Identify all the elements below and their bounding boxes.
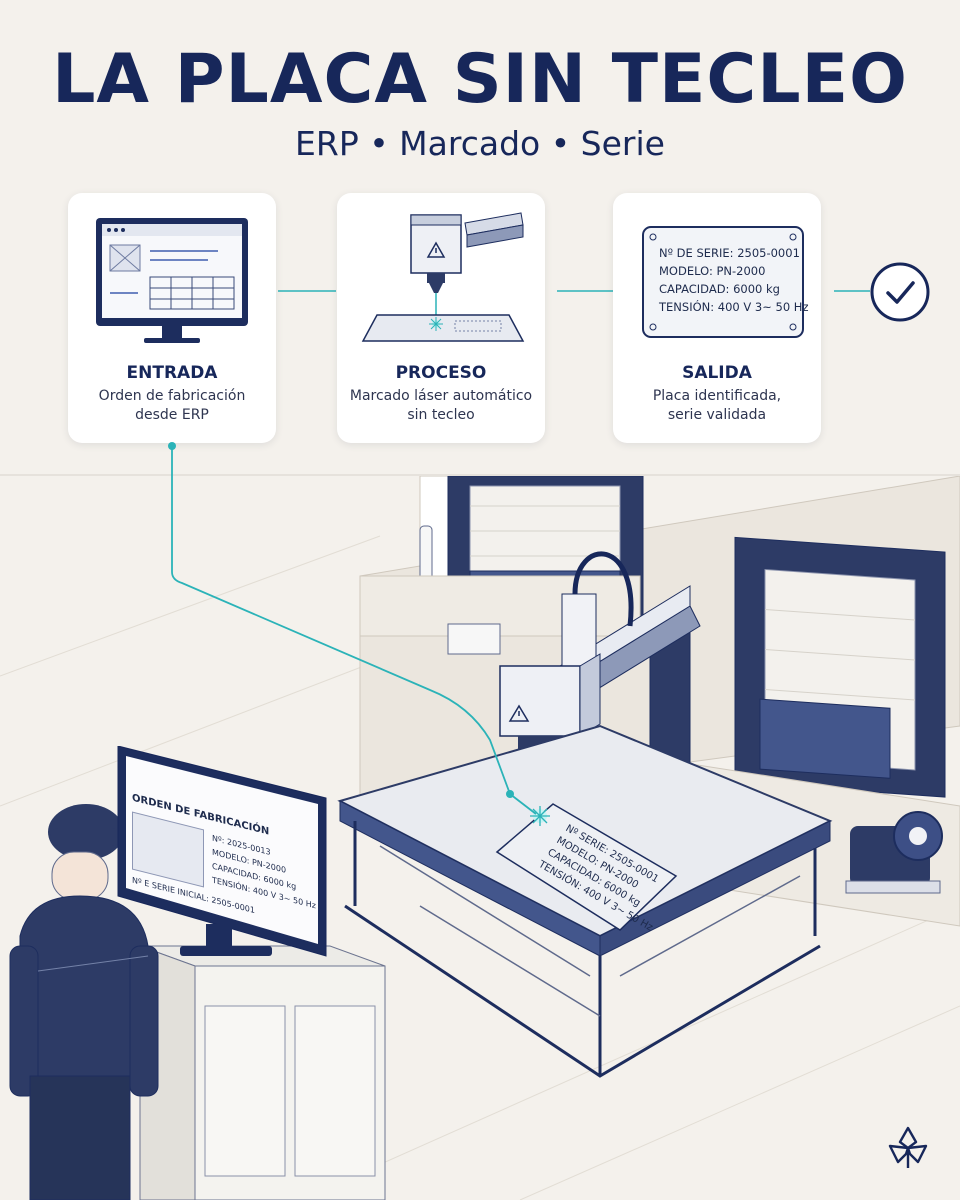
step-label-proceso: PROCESO [395,363,487,383]
erp-monitor: ORDEN DE FABRICACIÓN Nº: 2025-0013 MODEL… [116,746,328,958]
plate-voltage: TENSIÓN: 400 V 3~ 50 Hz [658,299,808,314]
step-label-entrada: ENTRADA [126,363,218,383]
warning-icon [426,241,446,258]
plate-serial: Nº DE SERIE: 2505-0001 [659,246,800,260]
operator-figure [9,804,159,1200]
brand-logo-icon [888,1126,928,1168]
workshop-scene: Nº SERIE: 2505-0001 MODELO: PN-2000 CAPA… [0,476,960,1200]
monitor-base [180,946,272,956]
check-circle-icon [870,262,930,322]
page-subtitle: ERP • Marcado • Serie [295,124,665,163]
nameplate-icon: Nº DE SERIE: 2505-0001 MODELO: PN-2000 C… [642,226,808,338]
page-title: LA PLACA SIN TECLEO [52,40,908,119]
step-desc-proceso: Marcado láser automático sin tecleo [349,388,533,423]
step-card-proceso: PROCESO Marcado láser automático sin tec… [337,193,545,443]
plate-model: MODELO: PN-2000 [659,264,765,278]
step-label-salida: SALIDA [682,363,752,383]
plate-capacity: CAPACIDAD: 6000 kg [659,282,780,296]
step-card-salida: Nº DE SERIE: 2505-0001 MODELO: PN-2000 C… [613,193,821,443]
step-desc-salida: Placa identificada, serie validada [652,388,782,423]
screen-table-thumbnail [132,811,204,888]
step-desc-entrada: Orden de fabricación desde ERP [98,388,246,423]
laser-head-icon [361,212,525,342]
step-card-entrada: ENTRADA Orden de fabricación desde ERP [68,193,276,443]
monitor-icon [96,218,248,343]
